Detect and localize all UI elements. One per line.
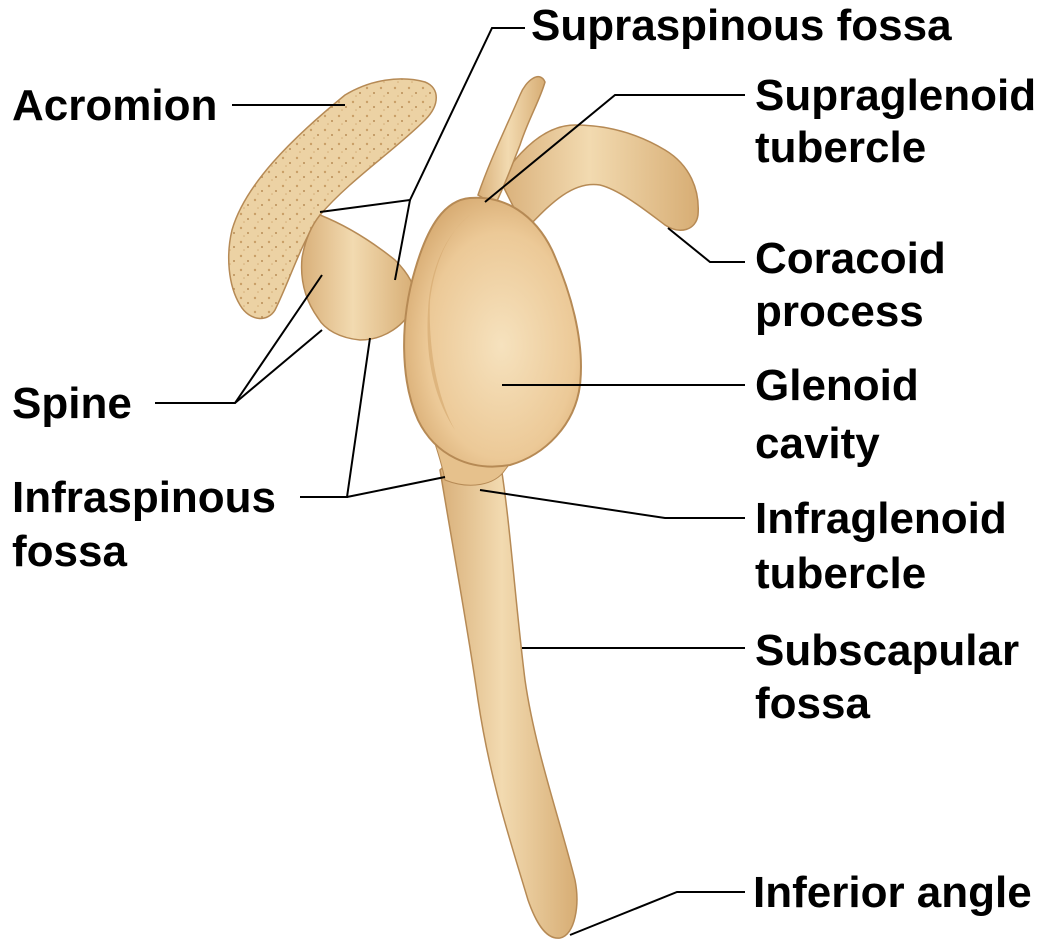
coracoid-leader [668,228,745,262]
label-spine: Spine [12,379,132,428]
label-infraspinous-line2: fossa [12,527,127,576]
label-acromion: Acromion [12,81,217,130]
glenoid-cavity-shape [404,198,581,467]
label-supraglenoid-line2: tubercle [755,123,926,172]
label-coracoid-line1: Coracoid [755,234,946,283]
infraglenoid-leader [480,490,745,518]
label-glenoid-line2: cavity [755,419,880,468]
label-subscapular-line1: Subscapular [755,626,1019,675]
scapula-bone [229,77,699,938]
label-coracoid-line2: process [755,287,924,336]
spine-leader-branch [235,330,322,403]
spine-shape [302,215,416,340]
label-infraspinous-line1: Infraspinous [12,473,276,522]
label-infraglenoid-line1: Infraglenoid [755,494,1007,543]
infraspinous-leader [300,338,370,497]
label-infraglenoid-line2: tubercle [755,549,926,598]
inferior-angle-leader [570,892,745,935]
coracoid-process-shape [500,125,698,230]
infraspinous-leader-branch [347,477,445,497]
label-supraspinous-fossa: Supraspinous fossa [531,1,952,50]
label-glenoid-line1: Glenoid [755,361,919,410]
label-supraglenoid-line1: Supraglenoid [755,71,1036,120]
scapula-body-shape [440,456,577,938]
label-subscapular-line2: fossa [755,679,870,728]
label-inferior-angle: Inferior angle [753,868,1032,917]
